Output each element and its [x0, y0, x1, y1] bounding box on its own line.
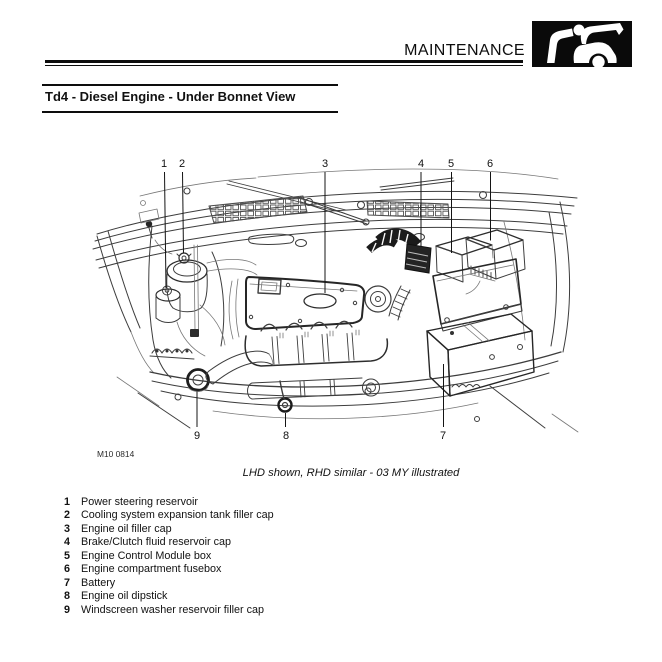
- legend-item-number: 1: [64, 496, 71, 508]
- figure-code: M10 0814: [97, 449, 135, 459]
- header-rule-thin: [45, 64, 523, 66]
- legend-item: 5 Engine Control Module box: [64, 550, 274, 563]
- legend-item: 7 Battery: [64, 577, 274, 590]
- legend-item: 8 Engine oil dipstick: [64, 590, 274, 603]
- callout-7: 7: [439, 430, 447, 442]
- legend-item-label: Power steering reservoir: [81, 496, 199, 508]
- legend-list: 1 Power steering reservoir 2 Cooling sys…: [64, 496, 274, 617]
- bonnet-service-icon-box: [532, 21, 632, 69]
- legend-item-number: 4: [64, 536, 71, 549]
- legend-item-label: Brake/Clutch fluid reservoir cap: [81, 536, 232, 549]
- legend-item-number: 3: [64, 522, 71, 535]
- legend-item-label: Windscreen washer reservoir filler cap: [81, 603, 265, 616]
- title-rule-bottom: [42, 111, 338, 113]
- callout-9: 9: [193, 430, 201, 442]
- callout-1: 1: [160, 158, 168, 170]
- legend-item: 6 Engine compartment fusebox: [64, 563, 274, 576]
- legend-item-number: 6: [64, 563, 71, 576]
- legend-item: 3 Engine oil filler cap: [64, 523, 274, 536]
- legend-item-label: Engine compartment fusebox: [81, 563, 222, 576]
- header-rule-thick: [45, 60, 523, 63]
- legend-item-label: Cooling system expansion tank filler cap: [81, 509, 274, 522]
- title-rule-top: [42, 84, 338, 86]
- mechanic-under-bonnet-icon: [532, 21, 632, 69]
- section-label: MAINTENANCE: [404, 42, 525, 59]
- legend-item: 9 Windscreen washer reservoir filler cap: [64, 604, 274, 617]
- legend-item-label: Engine Control Module box: [81, 549, 212, 562]
- callout-4: 4: [417, 158, 425, 170]
- legend-item-number: 9: [64, 603, 71, 616]
- legend-item-label: Battery: [81, 576, 116, 589]
- callout-3: 3: [321, 158, 329, 170]
- legend-item: 1 Power steering reservoir: [64, 496, 274, 509]
- figure-caption: LHD shown, RHD similar - 03 MY illustrat…: [242, 467, 460, 479]
- legend-item: 2 Cooling system expansion tank filler c…: [64, 509, 274, 522]
- legend-item-label: Engine oil filler cap: [81, 522, 172, 535]
- legend-item-number: 8: [64, 590, 71, 603]
- legend-item-label: Engine oil dipstick: [81, 590, 168, 603]
- legend-item-number: 5: [64, 549, 71, 562]
- legend-item-number: 2: [64, 509, 71, 522]
- page-title: Td4 - Diesel Engine - Under Bonnet View: [45, 89, 296, 104]
- legend-item: 4 Brake/Clutch fluid reservoir cap: [64, 536, 274, 549]
- callout-8: 8: [282, 430, 290, 442]
- legend-item-number: 7: [64, 576, 71, 589]
- callout-6: 6: [486, 158, 494, 170]
- callout-5: 5: [447, 158, 455, 170]
- callout-2: 2: [178, 158, 186, 170]
